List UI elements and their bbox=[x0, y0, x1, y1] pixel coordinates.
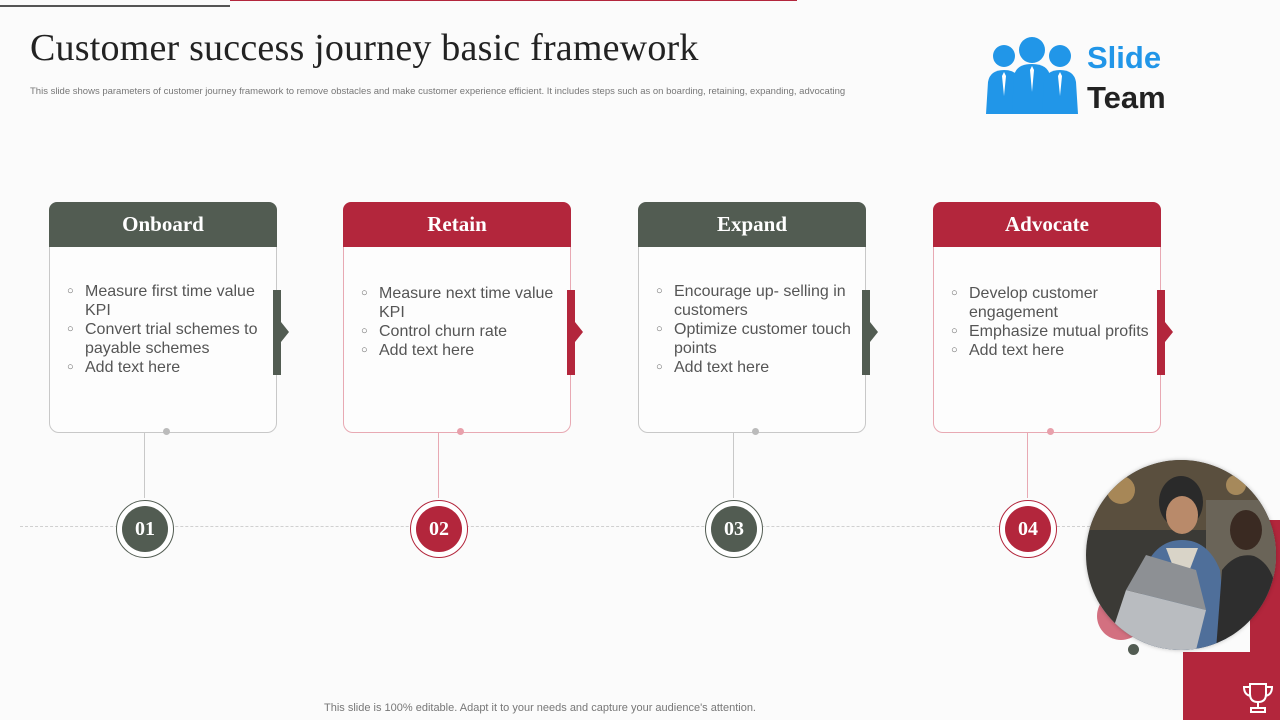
circle-bullet-icon: ○ bbox=[656, 285, 663, 297]
step-number-badge: 04 bbox=[999, 500, 1057, 558]
connector-dot bbox=[457, 428, 464, 435]
card-heading: Expand bbox=[638, 202, 866, 247]
list-item: ○Add text here bbox=[361, 342, 475, 359]
page-subtitle: This slide shows parameters of customer … bbox=[30, 86, 846, 97]
side-tab bbox=[273, 290, 281, 375]
step-card-expand: Expand ○Encourage up- selling in custome… bbox=[638, 202, 878, 435]
connector-vertical bbox=[1027, 432, 1029, 498]
circle-bullet-icon: ○ bbox=[361, 287, 368, 299]
bullet-list: ○Measure next time value KPI ○Control ch… bbox=[361, 284, 559, 360]
timeline-dashed-line bbox=[20, 526, 1090, 527]
page-title: Customer success journey basic framework bbox=[30, 27, 699, 69]
list-item: ○Encourage up- selling in customers bbox=[656, 283, 846, 319]
card-heading: Advocate bbox=[933, 202, 1161, 247]
logo-text-slide: Slide bbox=[1087, 40, 1162, 75]
connector-vertical bbox=[144, 432, 146, 498]
step-number: 02 bbox=[416, 506, 462, 552]
circle-bullet-icon: ○ bbox=[951, 287, 958, 299]
list-item: ○Control churn rate bbox=[361, 323, 508, 340]
connector-horizontal bbox=[99, 432, 144, 434]
decorative-dot bbox=[1128, 644, 1139, 655]
step-number: 04 bbox=[1005, 506, 1051, 552]
step-number-badge: 03 bbox=[705, 500, 763, 558]
list-item: ○Develop customer engagement bbox=[951, 285, 1098, 321]
circle-bullet-icon: ○ bbox=[67, 361, 74, 373]
side-tab bbox=[862, 290, 870, 375]
step-number-badge: 01 bbox=[116, 500, 174, 558]
list-item: ○Measure next time value KPI bbox=[361, 285, 554, 321]
step-card-advocate: Advocate ○Develop customer engagement ○E… bbox=[933, 202, 1173, 435]
step-card-retain: Retain ○Measure next time value KPI ○Con… bbox=[343, 202, 583, 435]
step-number: 03 bbox=[711, 506, 757, 552]
circle-bullet-icon: ○ bbox=[656, 323, 663, 335]
arrow-right-icon bbox=[870, 322, 878, 342]
connector-vertical bbox=[438, 432, 440, 498]
connector-horizontal bbox=[983, 432, 1027, 434]
circle-bullet-icon: ○ bbox=[951, 325, 958, 337]
card-heading: Onboard bbox=[49, 202, 277, 247]
list-item: ○Measure first time value KPI bbox=[67, 283, 255, 319]
side-tab bbox=[567, 290, 575, 375]
top-accent-dark bbox=[0, 5, 230, 7]
step-number: 01 bbox=[122, 506, 168, 552]
list-item: ○Add text here bbox=[951, 342, 1065, 359]
connector-horizontal bbox=[393, 432, 438, 434]
list-item: ○Add text here bbox=[656, 359, 770, 376]
arrow-right-icon bbox=[281, 322, 289, 342]
card-heading: Retain bbox=[343, 202, 571, 247]
footer-note: This slide is 100% editable. Adapt it to… bbox=[324, 702, 756, 714]
list-item: ○Optimize customer touch points bbox=[656, 321, 851, 357]
bullet-list: ○Develop customer engagement ○Emphasize … bbox=[951, 284, 1149, 360]
circle-bullet-icon: ○ bbox=[361, 325, 368, 337]
trophy-icon bbox=[1242, 683, 1274, 713]
top-accent-red bbox=[230, 0, 797, 1]
connector-dot bbox=[163, 428, 170, 435]
logo-text-team: Team bbox=[1087, 80, 1166, 115]
connector-horizontal bbox=[688, 432, 733, 434]
step-card-onboard: Onboard ○Measure first time value KPI ○C… bbox=[49, 202, 289, 435]
list-item: ○Add text here bbox=[67, 359, 181, 376]
team-photo bbox=[1086, 460, 1276, 650]
circle-bullet-icon: ○ bbox=[361, 344, 368, 356]
bullet-list: ○Measure first time value KPI ○Convert t… bbox=[67, 282, 265, 377]
circle-bullet-icon: ○ bbox=[656, 361, 663, 373]
list-item: ○Convert trial schemes to payable scheme… bbox=[67, 321, 258, 357]
circle-bullet-icon: ○ bbox=[67, 323, 74, 335]
side-tab bbox=[1157, 290, 1165, 375]
list-item: ○Emphasize mutual profits bbox=[951, 323, 1149, 340]
circle-bullet-icon: ○ bbox=[951, 344, 958, 356]
arrow-right-icon bbox=[1165, 322, 1173, 342]
bullet-list: ○Encourage up- selling in customers ○Opt… bbox=[656, 282, 859, 377]
connector-dot bbox=[1047, 428, 1054, 435]
step-number-badge: 02 bbox=[410, 500, 468, 558]
people-icon bbox=[986, 37, 1078, 114]
circle-bullet-icon: ○ bbox=[67, 285, 74, 297]
connector-dot bbox=[752, 428, 759, 435]
slide-team-logo: Slide Team bbox=[982, 36, 1182, 118]
arrow-right-icon bbox=[575, 322, 583, 342]
people-photo-illustration bbox=[1086, 460, 1276, 650]
connector-vertical bbox=[733, 432, 735, 498]
